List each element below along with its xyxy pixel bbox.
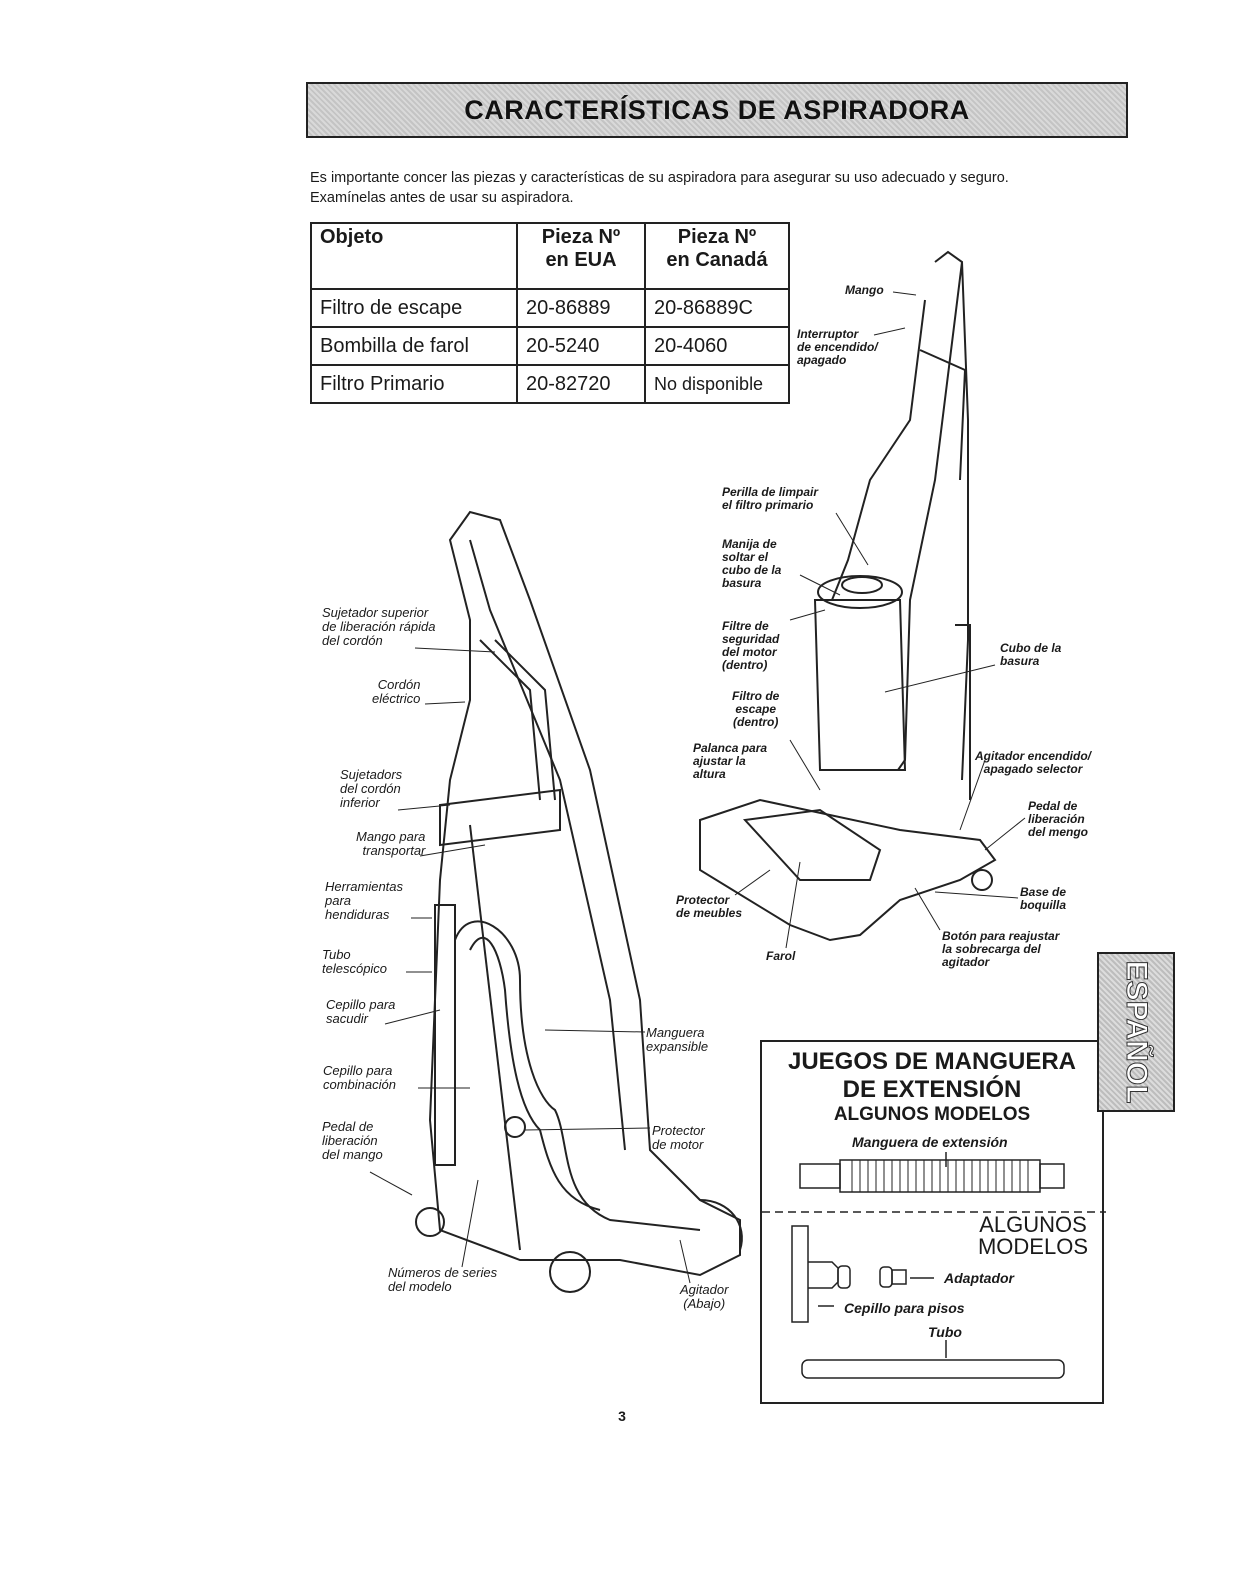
label-agitador-selector: Agitador encendido/apagado selector <box>975 750 1091 776</box>
label-tubo: Tubo <box>928 1324 962 1340</box>
label-adaptador: Adaptador <box>944 1270 1014 1286</box>
label-mango: Mango <box>845 284 884 297</box>
side-tab-label: ESPAÑOL <box>1119 961 1153 1104</box>
label-agitador-abajo: Agitador(Abajo) <box>680 1283 728 1311</box>
label-cepillo-pisos: Cepillo para pisos <box>844 1300 965 1316</box>
label-farol: Farol <box>766 950 795 963</box>
models-label: ALGUNOS MODELOS <box>978 1214 1088 1258</box>
page-number: 3 <box>0 1408 1244 1424</box>
language-side-tab: ESPAÑOL <box>1097 952 1175 1112</box>
hose-extension-box: JUEGOS DE MANGUERA DE EXTENSIÓN ALGUNOS … <box>760 1040 1104 1404</box>
